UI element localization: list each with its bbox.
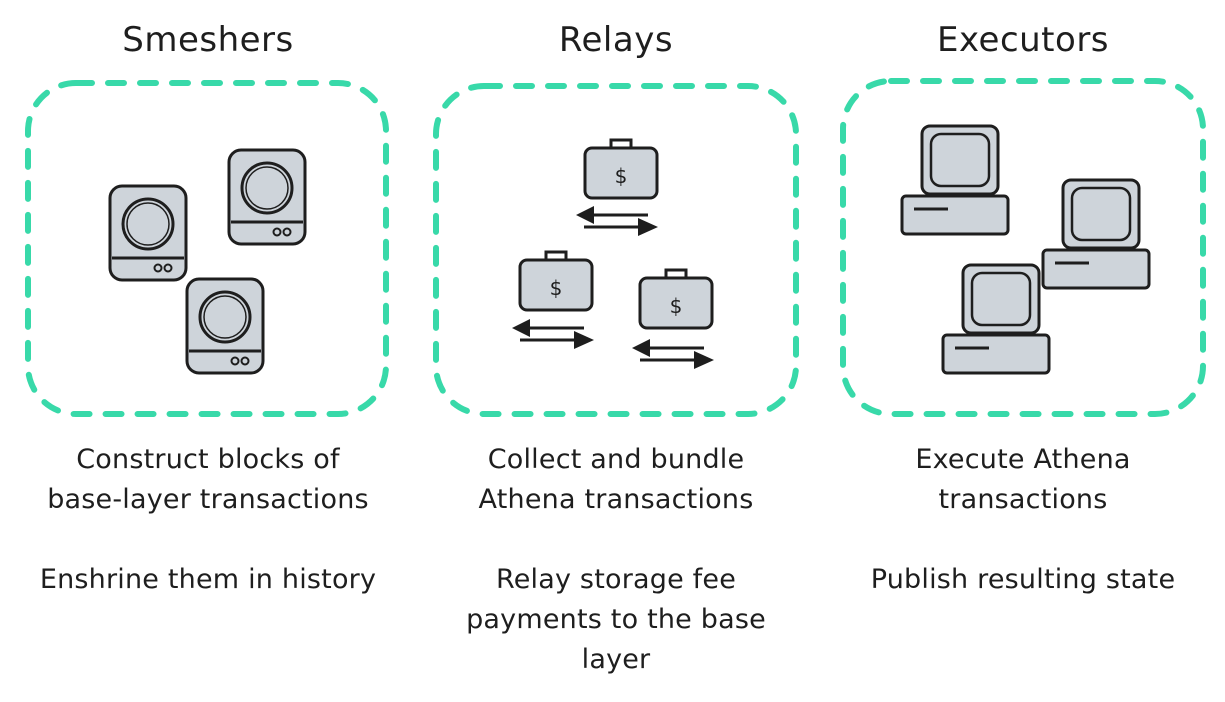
executors-frame bbox=[840, 78, 1206, 417]
dollar-sign: $ bbox=[670, 294, 683, 318]
smeshers-frame bbox=[25, 80, 389, 417]
executors-extra: Publish resulting state bbox=[823, 560, 1223, 600]
text-line: Relay storage fee bbox=[495, 564, 737, 595]
text-line: Publish resulting state bbox=[870, 564, 1176, 595]
storage-server-icon bbox=[227, 148, 307, 246]
text-line: Enshrine them in history bbox=[39, 564, 377, 595]
executors-title: Executors bbox=[936, 20, 1110, 60]
storage-server-icon bbox=[185, 277, 265, 375]
text-line: transactions bbox=[938, 484, 1108, 515]
transfer-arrows-icon bbox=[574, 204, 660, 238]
executors-description: Execute Athena transactions bbox=[823, 440, 1223, 520]
text-line: layer bbox=[581, 644, 651, 675]
relays-frame bbox=[433, 83, 799, 417]
text-line: base-layer transactions bbox=[47, 484, 369, 515]
transfer-arrows-icon bbox=[510, 317, 596, 351]
text-line: Construct blocks of bbox=[76, 444, 340, 475]
smeshers-extra: Enshrine them in history bbox=[8, 560, 408, 600]
storage-server-icon bbox=[108, 184, 188, 282]
text-line: Collect and bundle bbox=[487, 444, 745, 475]
computer-terminal-icon bbox=[900, 124, 1010, 236]
text-line: payments to the base bbox=[466, 604, 766, 635]
relays-extra: Relay storage fee payments to the base l… bbox=[416, 560, 816, 680]
relays-description: Collect and bundle Athena transactions bbox=[416, 440, 816, 520]
computer-terminal-icon bbox=[941, 263, 1051, 375]
computer-terminal-icon bbox=[1041, 178, 1151, 290]
dollar-sign: $ bbox=[615, 164, 628, 188]
text-line: Athena transactions bbox=[478, 484, 754, 515]
transfer-arrows-icon bbox=[630, 337, 716, 371]
smeshers-description: Construct blocks of base-layer transacti… bbox=[8, 440, 408, 520]
dollar-sign: $ bbox=[550, 276, 563, 300]
smeshers-title: Smeshers bbox=[122, 20, 294, 60]
relays-title: Relays bbox=[558, 20, 674, 60]
text-line: Execute Athena bbox=[915, 444, 1131, 475]
